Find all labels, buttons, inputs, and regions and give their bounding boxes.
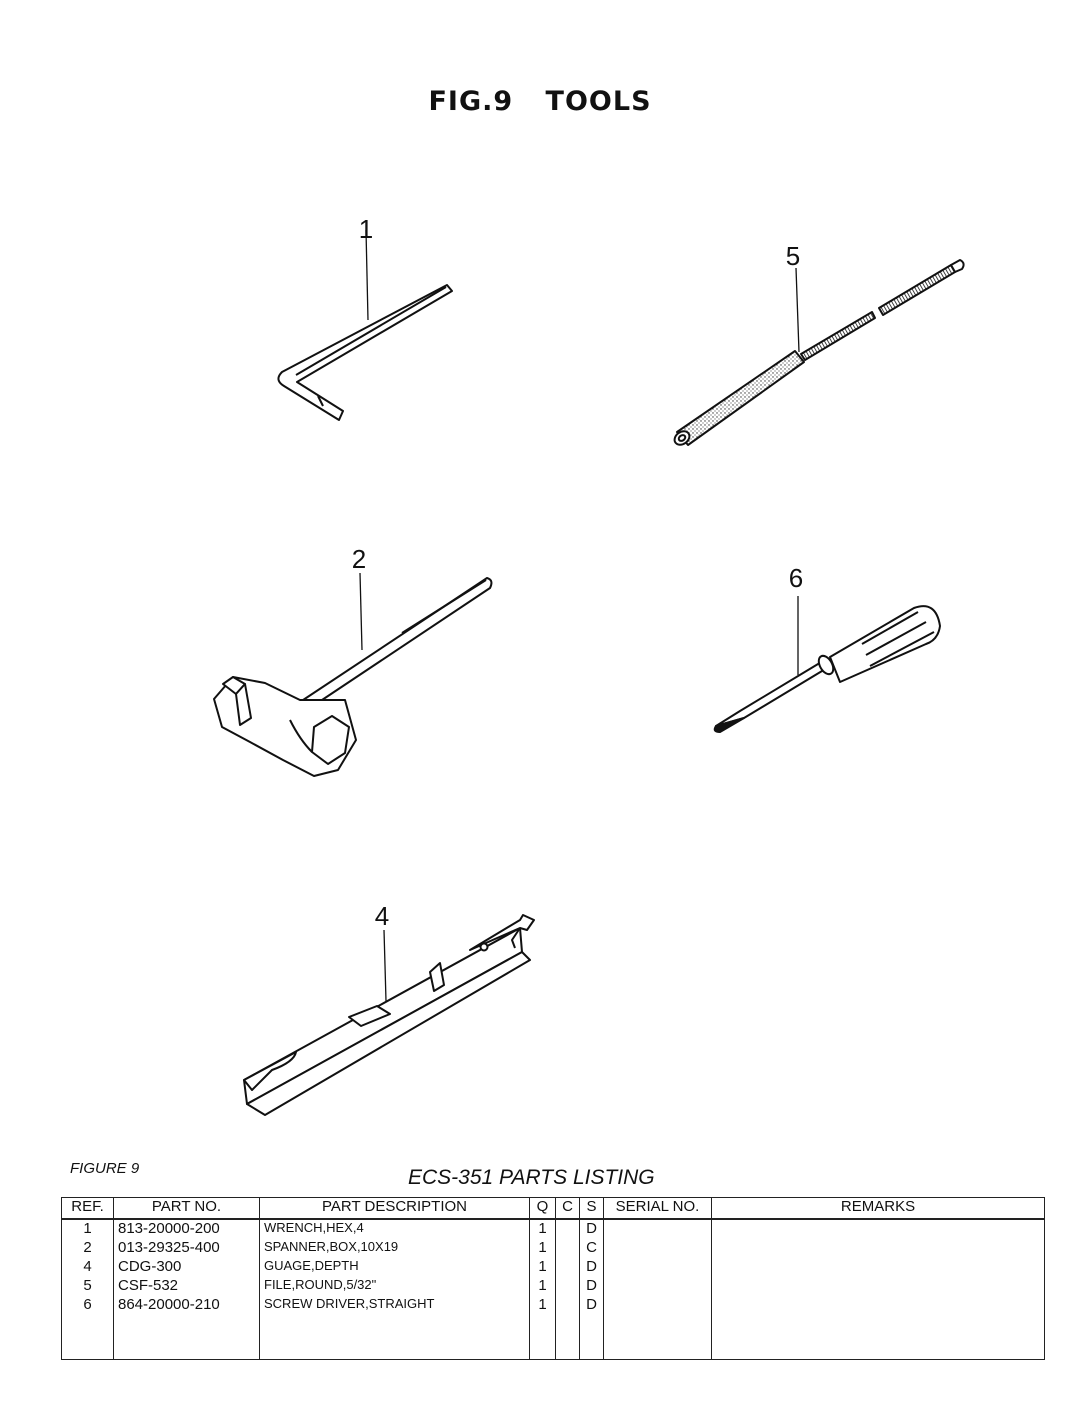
cell-ref <box>61 1315 114 1360</box>
parts-listing-title: ECS-351 PARTS LISTING <box>408 1166 655 1189</box>
box-spanner-illustration <box>213 572 493 777</box>
cell-c <box>555 1258 580 1277</box>
cell-c <box>555 1277 580 1296</box>
cell-part-no: 864-20000-210 <box>113 1296 260 1315</box>
round-file-illustration <box>673 259 965 446</box>
cell-s: C <box>579 1239 604 1258</box>
header-q: Q <box>529 1197 556 1220</box>
cell-q: 1 <box>529 1296 556 1315</box>
callout-4: 4 <box>375 901 389 931</box>
cell-s: D <box>579 1296 604 1315</box>
cell-part-no: 013-29325-400 <box>113 1239 260 1258</box>
parts-table: REF. PART NO. PART DESCRIPTION Q C S SER… <box>61 1197 1045 1360</box>
table-row: 1 813-20000-200 WRENCH,HEX,4 1 D <box>61 1219 1045 1239</box>
table-row: 2 013-29325-400 SPANNER,BOX,10X19 1 C <box>61 1239 1045 1258</box>
depth-gauge-illustration <box>243 914 535 1116</box>
callout-5: 5 <box>786 241 800 271</box>
cell-ref: 6 <box>61 1296 114 1315</box>
table-row: 4 CDG-300 GUAGE,DEPTH 1 D <box>61 1258 1045 1277</box>
header-ref: REF. <box>61 1197 114 1220</box>
cell-c <box>555 1315 580 1360</box>
cell-c <box>555 1219 580 1239</box>
cell-serial-no <box>603 1258 712 1277</box>
cell-part-no: CSF-532 <box>113 1277 260 1296</box>
cell-serial-no <box>603 1315 712 1360</box>
cell-c <box>555 1296 580 1315</box>
header-description: PART DESCRIPTION <box>259 1197 530 1220</box>
cell-description: SPANNER,BOX,10X19 <box>259 1239 530 1258</box>
cell-description: FILE,ROUND,5/32" <box>259 1277 530 1296</box>
cell-remarks <box>711 1239 1045 1258</box>
callout-1: 1 <box>359 214 373 244</box>
cell-description <box>259 1315 530 1360</box>
cell-remarks <box>711 1277 1045 1296</box>
screwdriver-illustration <box>713 596 941 733</box>
table-header-row: REF. PART NO. PART DESCRIPTION Q C S SER… <box>61 1197 1045 1220</box>
cell-q: 1 <box>529 1258 556 1277</box>
cell-s <box>579 1315 604 1360</box>
callout-2: 2 <box>352 544 366 574</box>
page-title: FIG.9 TOOLS <box>428 86 652 117</box>
cell-ref: 5 <box>61 1277 114 1296</box>
cell-description: SCREW DRIVER,STRAIGHT <box>259 1296 530 1315</box>
cell-remarks <box>711 1219 1045 1239</box>
cell-description: WRENCH,HEX,4 <box>259 1219 530 1239</box>
header-part-no: PART NO. <box>113 1197 260 1220</box>
cell-serial-no <box>603 1277 712 1296</box>
cell-remarks <box>711 1296 1045 1315</box>
cell-serial-no <box>603 1239 712 1258</box>
table-row <box>61 1315 1045 1360</box>
cell-description: GUAGE,DEPTH <box>259 1258 530 1277</box>
hex-wrench-illustration <box>277 229 453 421</box>
cell-remarks <box>711 1258 1045 1277</box>
cell-s: D <box>579 1277 604 1296</box>
cell-ref: 1 <box>61 1219 114 1239</box>
cell-serial-no <box>603 1219 712 1239</box>
header-serial-no: SERIAL NO. <box>603 1197 712 1220</box>
cell-remarks <box>711 1315 1045 1360</box>
cell-ref: 4 <box>61 1258 114 1277</box>
tools-figure: 1 5 2 <box>213 214 965 1116</box>
header-remarks: REMARKS <box>711 1197 1045 1220</box>
cell-part-no: CDG-300 <box>113 1258 260 1277</box>
figure-label: FIGURE 9 <box>70 1160 140 1177</box>
table-row: 6 864-20000-210 SCREW DRIVER,STRAIGHT 1 … <box>61 1296 1045 1315</box>
cell-q: 1 <box>529 1277 556 1296</box>
cell-c <box>555 1239 580 1258</box>
cell-s: D <box>579 1219 604 1239</box>
cell-q: 1 <box>529 1239 556 1258</box>
cell-q: 1 <box>529 1219 556 1239</box>
cell-q <box>529 1315 556 1360</box>
header-c: C <box>555 1197 580 1220</box>
cell-ref: 2 <box>61 1239 114 1258</box>
cell-serial-no <box>603 1296 712 1315</box>
cell-part-no <box>113 1315 260 1360</box>
table-row: 5 CSF-532 FILE,ROUND,5/32" 1 D <box>61 1277 1045 1296</box>
header-s: S <box>579 1197 604 1220</box>
cell-s: D <box>579 1258 604 1277</box>
callout-6: 6 <box>789 563 803 593</box>
cell-part-no: 813-20000-200 <box>113 1219 260 1239</box>
